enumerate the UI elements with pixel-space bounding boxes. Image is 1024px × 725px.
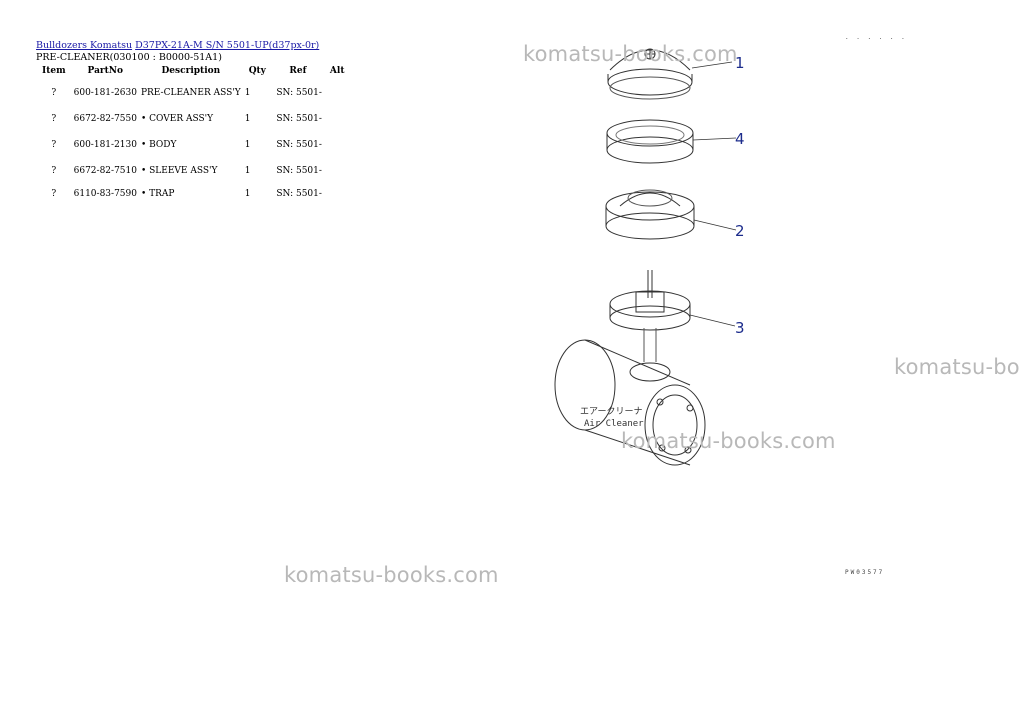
cell-alt bbox=[324, 106, 351, 132]
callout-2: 2 bbox=[735, 222, 745, 240]
cell-qty: 1 bbox=[244, 114, 251, 124]
cell-partno: 6672-82-7510 bbox=[73, 166, 137, 176]
breadcrumb-model-link[interactable]: D37PX-21A-M S/N 5501-UP(d37px-0r) bbox=[135, 40, 320, 51]
cell-qty: 1 bbox=[244, 88, 251, 98]
cone-part-drawing bbox=[605, 189, 695, 240]
cell-ref: SN: 5501- bbox=[276, 88, 322, 98]
air-cleaner-label-jp: エアークリーナ bbox=[580, 406, 642, 417]
cell-item: ? bbox=[51, 88, 57, 98]
air-cleaner-drawing bbox=[554, 339, 706, 466]
cell-partno: 6110-83-7590 bbox=[73, 189, 137, 199]
cell-ref: SN: 5501- bbox=[276, 189, 322, 199]
watermark-right: komatsu-bo bbox=[894, 355, 1020, 379]
diagram-code-bottom: PW03577 bbox=[845, 569, 885, 576]
cell-description: • TRAP bbox=[140, 189, 175, 199]
cell-partno: 600-181-2130 bbox=[73, 140, 137, 150]
header-description: Description bbox=[161, 66, 221, 76]
table-row: ? 6672-82-7510 • SLEEVE ASS'Y 1 SN: 5501… bbox=[36, 158, 350, 184]
cell-qty: 1 bbox=[244, 189, 251, 199]
parts-diagram: 1 4 2 3 エアークリーナ Air Cleaner bbox=[554, 48, 745, 466]
callout-3: 3 bbox=[735, 319, 745, 337]
trap-part-drawing bbox=[609, 270, 691, 362]
cell-description: • SLEEVE ASS'Y bbox=[140, 166, 218, 176]
watermark-bottom: komatsu-books.com bbox=[284, 563, 499, 587]
header-alt: Alt bbox=[329, 66, 345, 76]
cell-partno: 600-181-2630 bbox=[73, 88, 137, 98]
cell-qty: 1 bbox=[244, 166, 251, 176]
table-row: ? 600-181-2630 PRE-CLEANER ASS'Y 1 SN: 5… bbox=[36, 80, 350, 106]
watermark-top: komatsu-books.com bbox=[523, 42, 738, 66]
cell-item: ? bbox=[51, 166, 57, 176]
air-cleaner-label-en: Air Cleaner bbox=[584, 419, 644, 429]
header-partno: PartNo bbox=[87, 66, 124, 76]
cell-ref: SN: 5501- bbox=[276, 166, 322, 176]
table-row: ? 6672-82-7550 • COVER ASS'Y 1 SN: 5501- bbox=[36, 106, 350, 132]
callout-1: 1 bbox=[735, 54, 745, 72]
table-row: ? 600-181-2130 • BODY 1 SN: 5501- bbox=[36, 132, 350, 158]
cell-qty: 1 bbox=[244, 140, 251, 150]
cell-partno: 6672-82-7550 bbox=[73, 114, 137, 124]
parts-table: Item PartNo Description Qty Ref Alt ? 60… bbox=[36, 64, 350, 204]
cell-alt bbox=[324, 132, 351, 158]
header-qty: Qty bbox=[248, 66, 266, 76]
cell-alt bbox=[324, 80, 351, 106]
cell-ref: SN: 5501- bbox=[276, 140, 322, 150]
cell-description: PRE-CLEANER ASS'Y bbox=[140, 88, 241, 98]
watermark-middle: komatsu-books.com bbox=[621, 429, 836, 453]
cell-alt bbox=[324, 184, 351, 204]
cell-item: ? bbox=[51, 189, 57, 199]
section-title: PRE-CLEANER(030100 : B0000-51A1) bbox=[36, 52, 222, 63]
cell-item: ? bbox=[51, 114, 57, 124]
ring-part-drawing bbox=[606, 119, 694, 164]
cell-alt bbox=[324, 158, 351, 184]
header-ref: Ref bbox=[289, 66, 307, 76]
cell-item: ? bbox=[51, 140, 57, 150]
cell-description: • COVER ASS'Y bbox=[140, 114, 214, 124]
breadcrumb: Bulldozers Komatsu D37PX-21A-M S/N 5501-… bbox=[36, 40, 319, 51]
diagram-code-top: . . . . . . bbox=[845, 34, 907, 41]
cell-description: • BODY bbox=[140, 140, 177, 150]
cell-ref: SN: 5501- bbox=[276, 114, 322, 124]
table-header-row: Item PartNo Description Qty Ref Alt bbox=[36, 64, 350, 80]
callout-4: 4 bbox=[735, 130, 745, 148]
breadcrumb-home-link[interactable]: Bulldozers Komatsu bbox=[36, 40, 133, 51]
table-row: ? 6110-83-7590 • TRAP 1 SN: 5501- bbox=[36, 184, 350, 204]
header-item: Item bbox=[42, 66, 66, 76]
cap-part-drawing bbox=[607, 48, 693, 100]
